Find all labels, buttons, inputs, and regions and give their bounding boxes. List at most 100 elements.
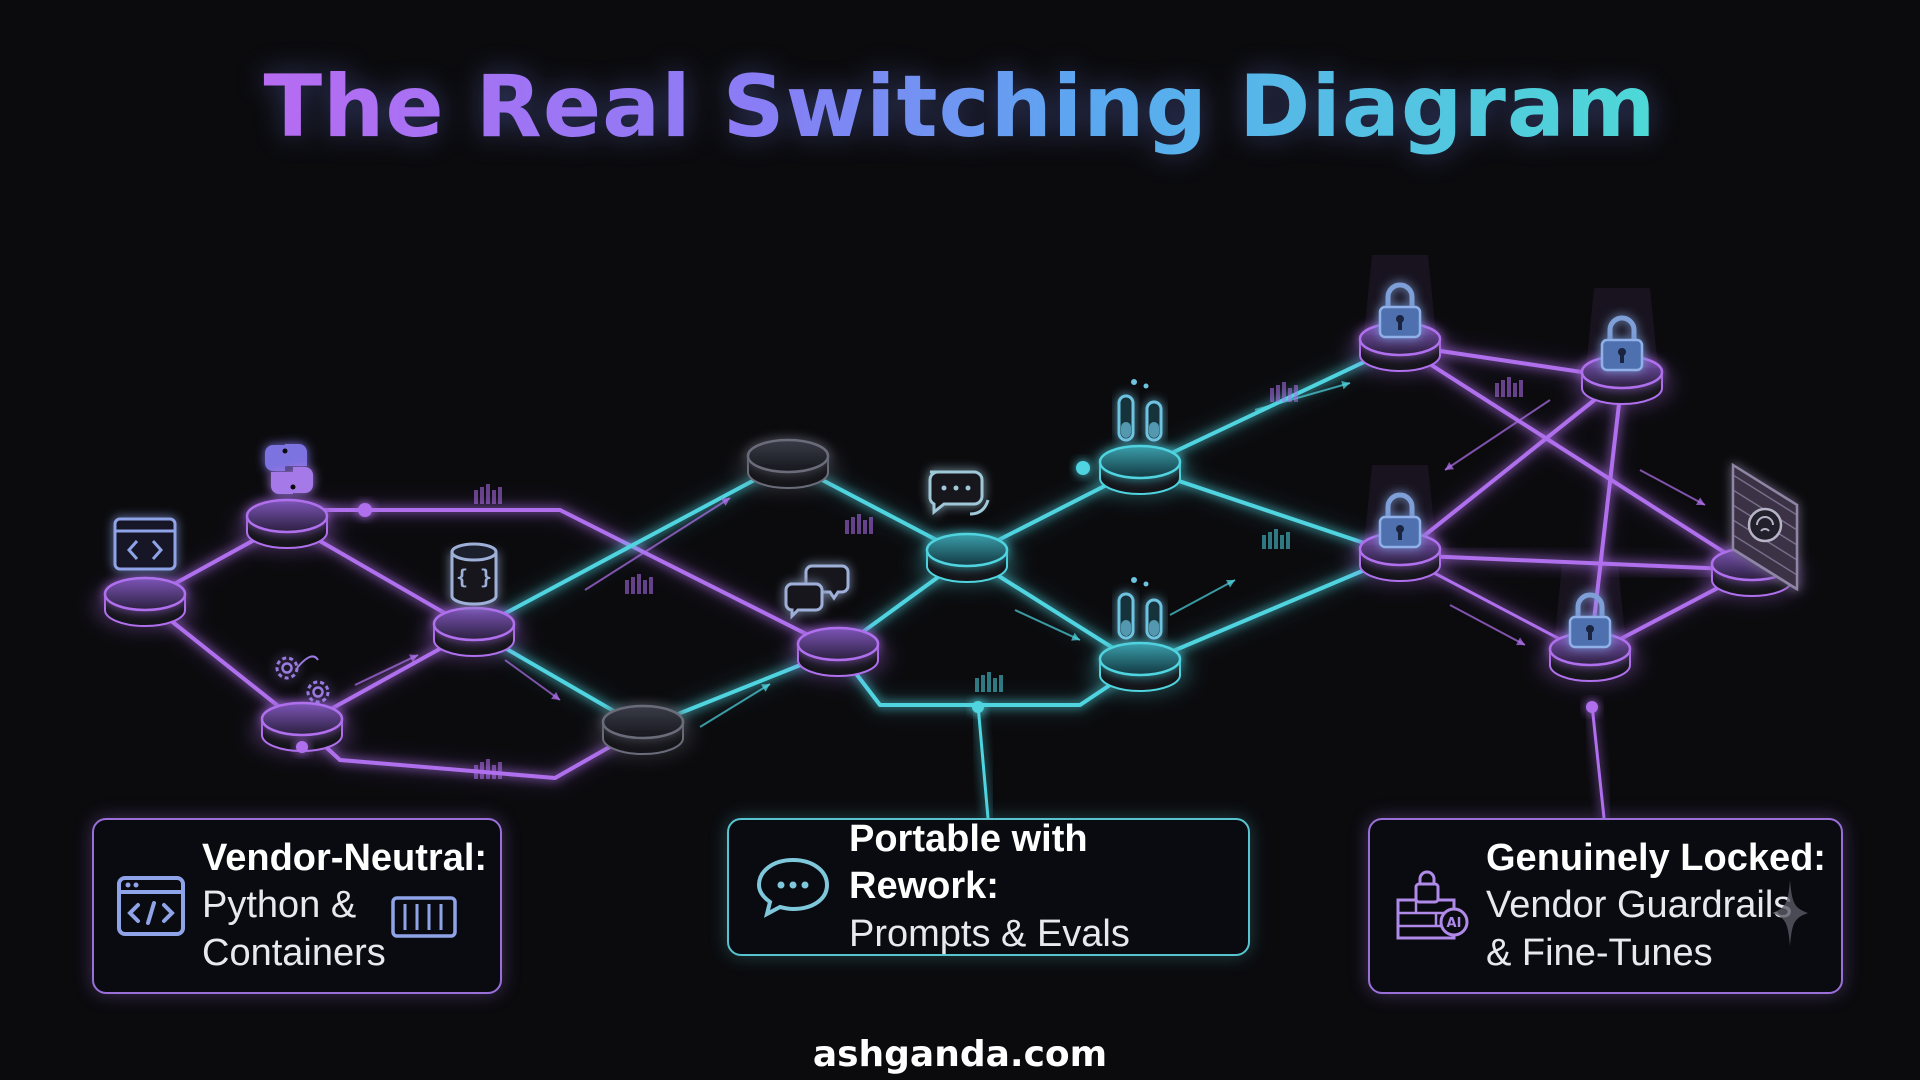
svg-text:{ }: { }	[456, 565, 492, 589]
flow-arrow-head	[1071, 632, 1080, 641]
node-lock3	[1350, 531, 1450, 583]
flow-arrow	[1449, 604, 1526, 646]
flow-arrow-head	[1516, 637, 1525, 646]
data-packet	[993, 678, 997, 692]
node-code	[95, 576, 195, 628]
test-tubes-icon	[1117, 577, 1163, 640]
data-packet	[631, 577, 635, 594]
lock-icon	[1554, 565, 1626, 649]
link-lock2-lock3	[1398, 376, 1624, 557]
data-packet	[486, 484, 490, 504]
lock-icon	[1586, 288, 1658, 372]
data-packet	[869, 517, 873, 534]
data-packet	[1282, 382, 1286, 402]
card-heading: Genuinely Locked:	[1486, 836, 1826, 879]
diagram-nodes	[95, 321, 1802, 756]
data-packet	[999, 675, 1003, 692]
code-window-icon	[113, 517, 177, 571]
flow-arrow	[1169, 579, 1236, 616]
lock-icon	[1364, 465, 1436, 549]
node-tubeU	[1090, 444, 1190, 496]
data-packet	[1519, 380, 1523, 397]
data-packet	[851, 517, 855, 534]
speech-bubble-icon	[928, 470, 990, 516]
data-packet	[857, 514, 861, 534]
link-lock2-lock4	[1588, 376, 1624, 657]
gear-icon	[306, 680, 330, 704]
node-icons: { }	[113, 255, 1799, 704]
card-genuinely-locked: AI Genuinely Locked: Vendor Guardrails &…	[1368, 818, 1843, 994]
card-line: Python &	[202, 884, 357, 927]
node-lock4	[1540, 631, 1640, 683]
data-packet	[1276, 385, 1280, 402]
data-packet	[1288, 388, 1292, 402]
flow-arrow-head	[409, 654, 418, 663]
flow-arrow	[1639, 469, 1706, 506]
data-packet	[1507, 377, 1511, 397]
card-leader-lines	[296, 701, 1606, 819]
flow-arrow	[504, 659, 561, 701]
data-packet	[486, 759, 490, 779]
flow-arrow-head	[1341, 381, 1350, 390]
data-packet	[480, 762, 484, 779]
chat-bubble-icon	[756, 857, 830, 918]
card-line: Vendor Guardrails	[1486, 884, 1793, 927]
flow-arrow	[699, 683, 771, 728]
data-packet	[1262, 535, 1266, 549]
data-packet	[975, 678, 979, 692]
link-db-upper	[472, 460, 790, 632]
flow-arrow-head	[1445, 462, 1454, 470]
code-window-icon	[117, 876, 185, 936]
flow-arrow	[354, 654, 419, 686]
card-leader	[1590, 704, 1606, 819]
data-packet	[1270, 388, 1274, 402]
footer-site: ashganda.com	[812, 1034, 1108, 1075]
data-packet	[1286, 532, 1290, 549]
data-packet	[625, 580, 629, 594]
test-tubes-icon	[1117, 379, 1163, 442]
diagram-title: The Real Switching Diagram	[263, 57, 1657, 157]
card-portable-with-rework: Portable with Rework: Prompts & Evals	[727, 818, 1250, 956]
data-packet	[981, 675, 985, 692]
node-tubeL	[1090, 641, 1190, 693]
node-py	[237, 498, 337, 550]
flow-arrow	[1254, 382, 1351, 411]
card-heading: Portable with Rework:	[849, 817, 1088, 908]
link-python-chat	[285, 508, 840, 652]
link-tubel-lock3	[1138, 553, 1402, 667]
data-packet	[498, 762, 502, 779]
flow-arrow-head	[1226, 579, 1235, 588]
data-packet	[987, 672, 991, 692]
gear-link	[296, 655, 319, 669]
svg-text:AI: AI	[1447, 916, 1462, 931]
leader-dot	[296, 741, 308, 753]
card-vendor-neutral: Vendor-Neutral: Python & Containers	[92, 818, 502, 994]
chat-bubbles-icon	[784, 564, 850, 620]
flow-arrow	[1014, 609, 1081, 641]
data-packet	[845, 520, 849, 534]
waypoint-dot	[358, 503, 372, 517]
json-database-icon: { }	[450, 542, 498, 606]
data-packet	[863, 520, 867, 534]
node-db	[424, 606, 524, 658]
node-chatL	[788, 626, 888, 678]
data-packet	[637, 574, 641, 594]
data-packet	[492, 765, 496, 779]
card-heading: Vendor-Neutral:	[202, 836, 488, 879]
data-packet	[649, 577, 653, 594]
locked-wall-ai-icon: AI	[1396, 870, 1469, 940]
data-packet	[643, 580, 647, 594]
flow-arrow-head	[721, 498, 730, 506]
card-line: Prompts & Evals	[849, 912, 1130, 955]
data-packet	[498, 487, 502, 504]
node-lower	[593, 704, 693, 756]
firewall-icon	[1731, 462, 1799, 592]
data-packet	[492, 490, 496, 504]
node-gear	[252, 701, 352, 753]
waypoint-dot	[1076, 461, 1090, 475]
data-packet	[1268, 532, 1272, 549]
link-lock3-wall	[1398, 553, 1754, 572]
card-line: Containers	[202, 931, 386, 974]
data-packet	[1280, 535, 1284, 549]
